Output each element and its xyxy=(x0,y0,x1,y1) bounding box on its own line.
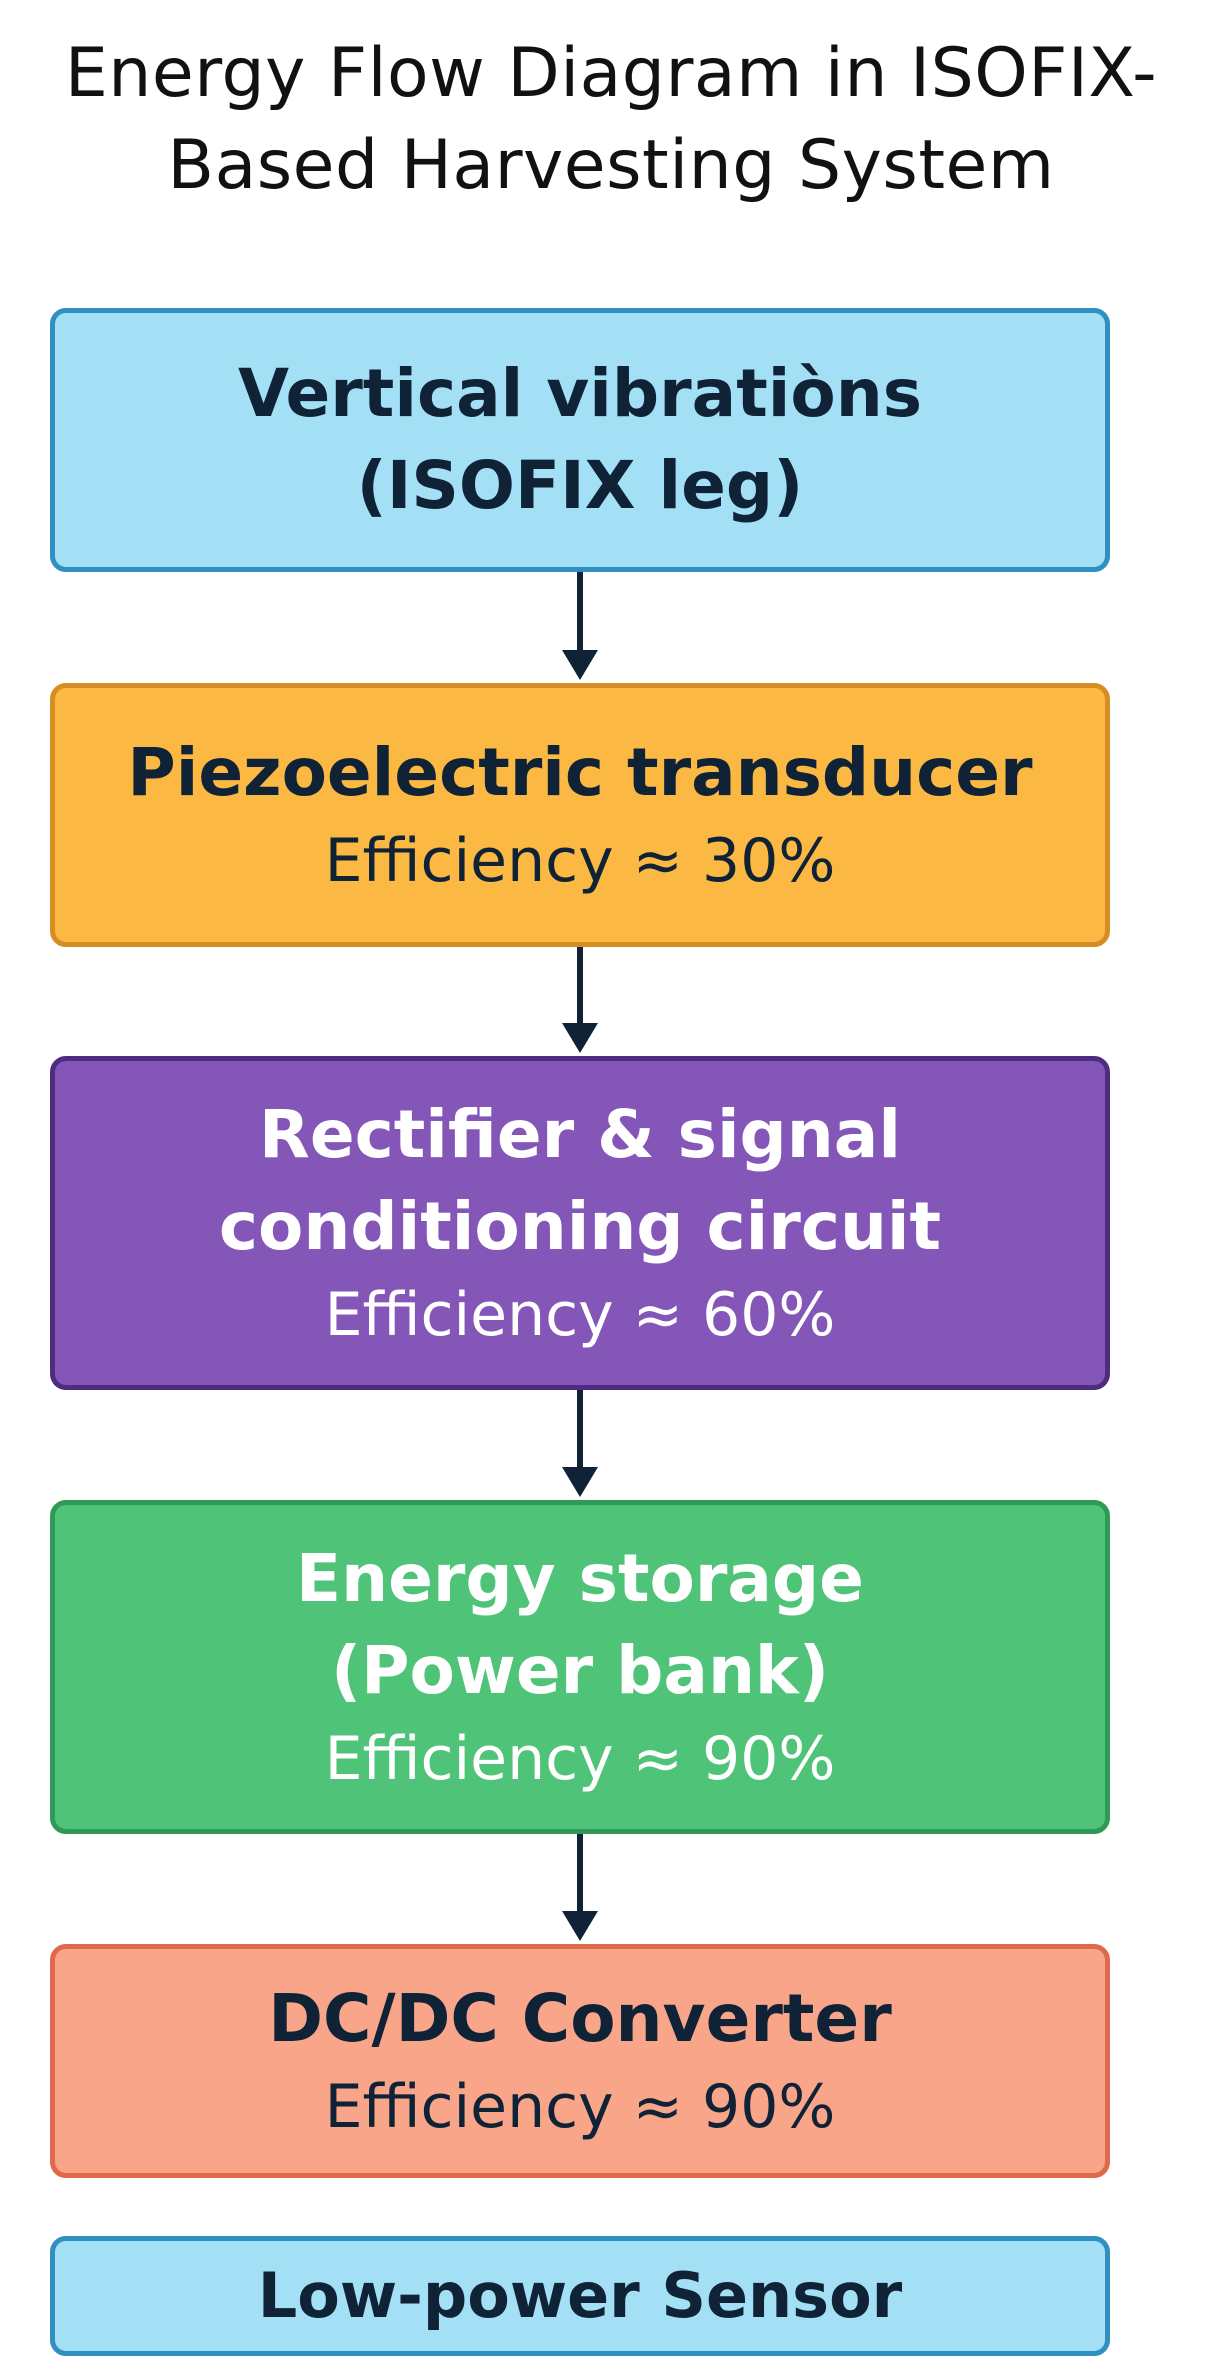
stage-energy-storage: Energy storage (Power bank) Efficiency ≈… xyxy=(50,1500,1110,1834)
stage-efficiency: Efficiency ≈ 30% xyxy=(324,826,836,896)
title-line-2: Based Harvesting System xyxy=(167,126,1055,205)
stage-label: DC/DC Converter xyxy=(268,1980,892,2057)
stage-label-line-2: conditioning circuit xyxy=(218,1188,942,1265)
stage-label: Low-power Sensor xyxy=(257,2259,903,2332)
stage-vertical-vibrations: Vertical vibratiòns (ISOFIX leg) xyxy=(50,308,1110,572)
stage-efficiency: Efficiency ≈ 90% xyxy=(324,2072,836,2142)
flow-arrow-3 xyxy=(562,1390,598,1497)
stage-efficiency: Efficiency ≈ 60% xyxy=(324,1280,836,1350)
stage-label-line-2: (Power bank) xyxy=(331,1632,829,1709)
stage-dc-dc-converter: DC/DC Converter Efficiency ≈ 90% xyxy=(50,1944,1110,2178)
title-line-1: Energy Flow Diagram in ISOFIX- xyxy=(64,34,1158,113)
stage-low-power-sensor: Low-power Sensor xyxy=(50,2236,1110,2356)
stage-rectifier-signal-conditioning: Rectifier & signal conditioning circuit … xyxy=(50,1056,1110,1390)
stage-label-line-1: Rectifier & signal xyxy=(259,1096,901,1173)
diagram-title: Energy Flow Diagram in ISOFIX- Based Har… xyxy=(0,28,1222,212)
stage-label-line-2: (ISOFIX leg) xyxy=(356,447,804,524)
flow-arrow-2 xyxy=(562,947,598,1053)
stage-label: Piezoelectric transducer xyxy=(127,734,1033,811)
flow-arrow-1 xyxy=(562,572,598,680)
flow-arrow-4 xyxy=(562,1834,598,1941)
stage-piezoelectric-transducer: Piezoelectric transducer Efficiency ≈ 30… xyxy=(50,683,1110,947)
stage-label-line-1: Energy storage xyxy=(296,1540,864,1617)
stage-label-line-1: Vertical vibratiòns xyxy=(238,355,922,432)
stage-efficiency: Efficiency ≈ 90% xyxy=(324,1724,836,1794)
